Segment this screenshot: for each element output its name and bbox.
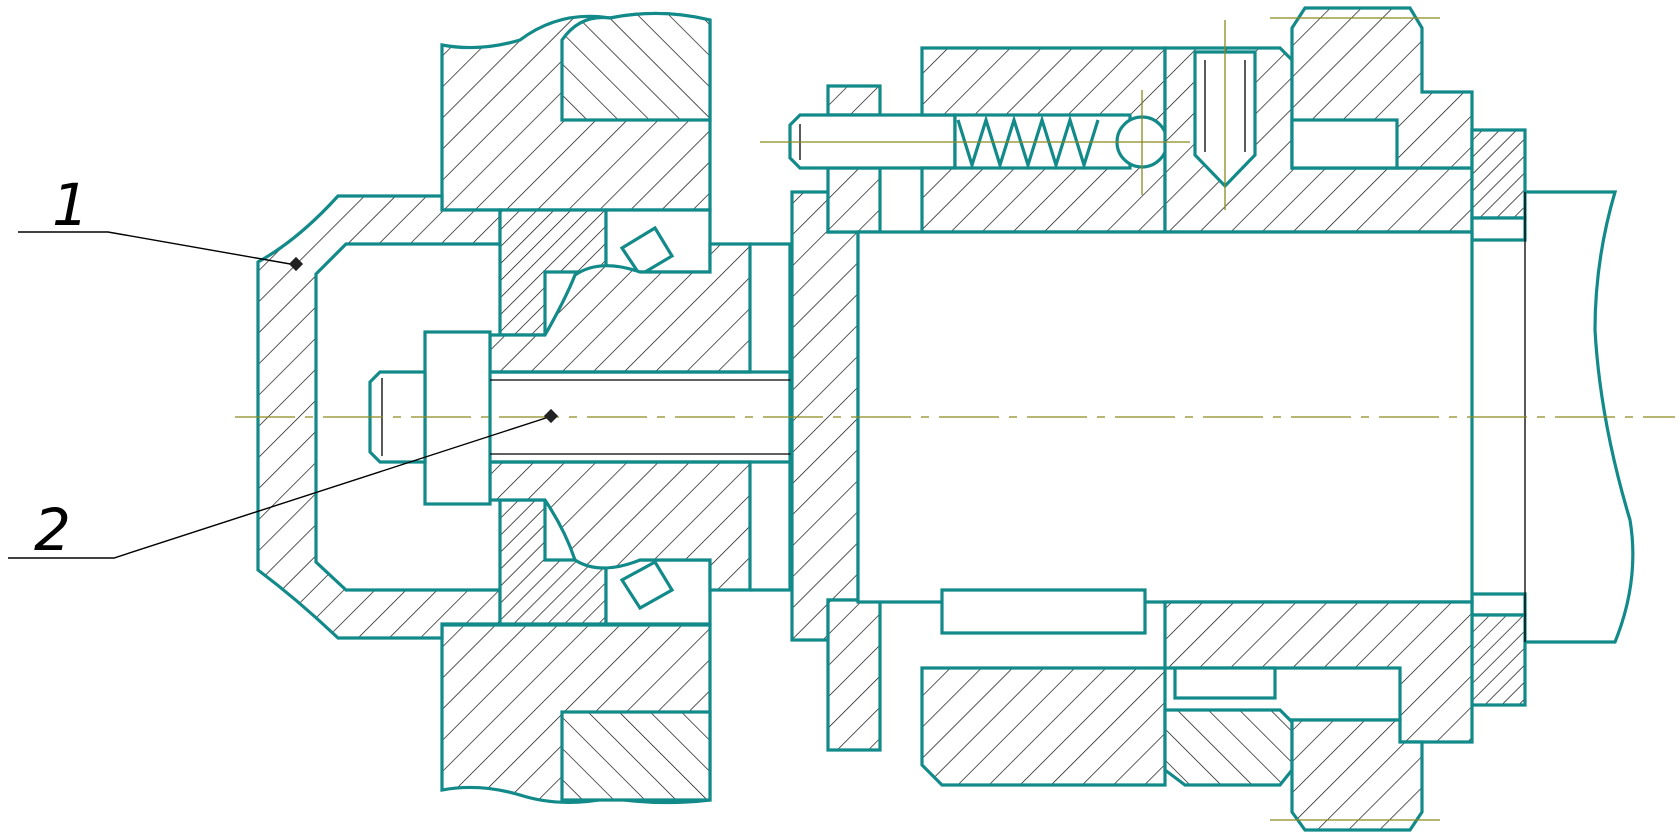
callout-1-label: 1 (52, 171, 89, 239)
gear-lower (1290, 718, 1424, 832)
key-lower (940, 588, 1147, 635)
gear-key-slot (1290, 118, 1399, 170)
bearing-lower (604, 558, 712, 626)
shaft-hub-lower (488, 460, 752, 592)
pin-block-lower (826, 166, 882, 234)
spacer-ring-upper (1470, 128, 1527, 220)
shaft-hub-upper (488, 242, 752, 374)
callout-2: 2 (8, 408, 559, 564)
callout-2-marker (543, 408, 559, 424)
bearing-upper (604, 208, 712, 278)
lower-insert (1163, 708, 1294, 787)
callout-1-marker (288, 256, 304, 272)
spring-icon (956, 114, 1100, 171)
lower-key-slot (1173, 666, 1277, 700)
callout-1: 1 (18, 171, 304, 272)
callout-2-leader (8, 415, 553, 559)
housing-lower (440, 623, 712, 805)
flange-plate (790, 190, 860, 642)
lower-side-block (826, 598, 882, 752)
nut (423, 330, 492, 506)
callout-1-leader (18, 231, 297, 266)
carrier-lower-left (920, 666, 1167, 787)
pin-block-upper (826, 84, 882, 117)
callout-2-label: 2 (34, 496, 71, 564)
spacer-ring-lower (1470, 613, 1527, 707)
housing-upper (440, 11, 712, 212)
